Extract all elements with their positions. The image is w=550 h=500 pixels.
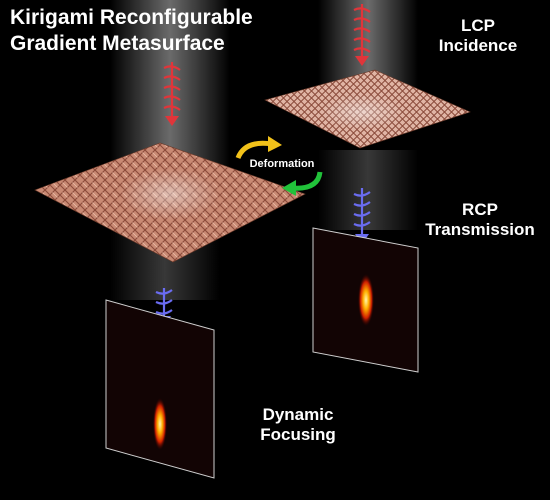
- right-focus-spot: [358, 274, 374, 326]
- left-metasurface: [34, 142, 306, 263]
- deform-arrow-yellow-icon: [235, 140, 273, 160]
- left-focal-plane: [105, 299, 215, 479]
- lcp-incident-arrow-left: [163, 62, 181, 126]
- right-focal-plane: [312, 227, 419, 373]
- deformation-label: Deformation: [249, 158, 315, 170]
- lcp-incidence-label: LCP Incidence: [438, 16, 518, 55]
- rcp-transmission-label: RCP Transmission: [425, 200, 535, 239]
- left-focus-spot: [153, 398, 167, 450]
- deform-arrow-green-icon: [291, 171, 323, 191]
- lcp-incident-arrow-right: [353, 4, 371, 66]
- right-transmitted-beam: [318, 150, 418, 230]
- dynamic-focusing-label: Dynamic Focusing: [260, 405, 336, 444]
- title-line-1: Kirigami Reconfigurable: [10, 6, 253, 29]
- deformation-arrows: [235, 136, 323, 196]
- right-metasurface: [264, 69, 471, 149]
- title-line-2: Gradient Metasurface: [10, 32, 225, 55]
